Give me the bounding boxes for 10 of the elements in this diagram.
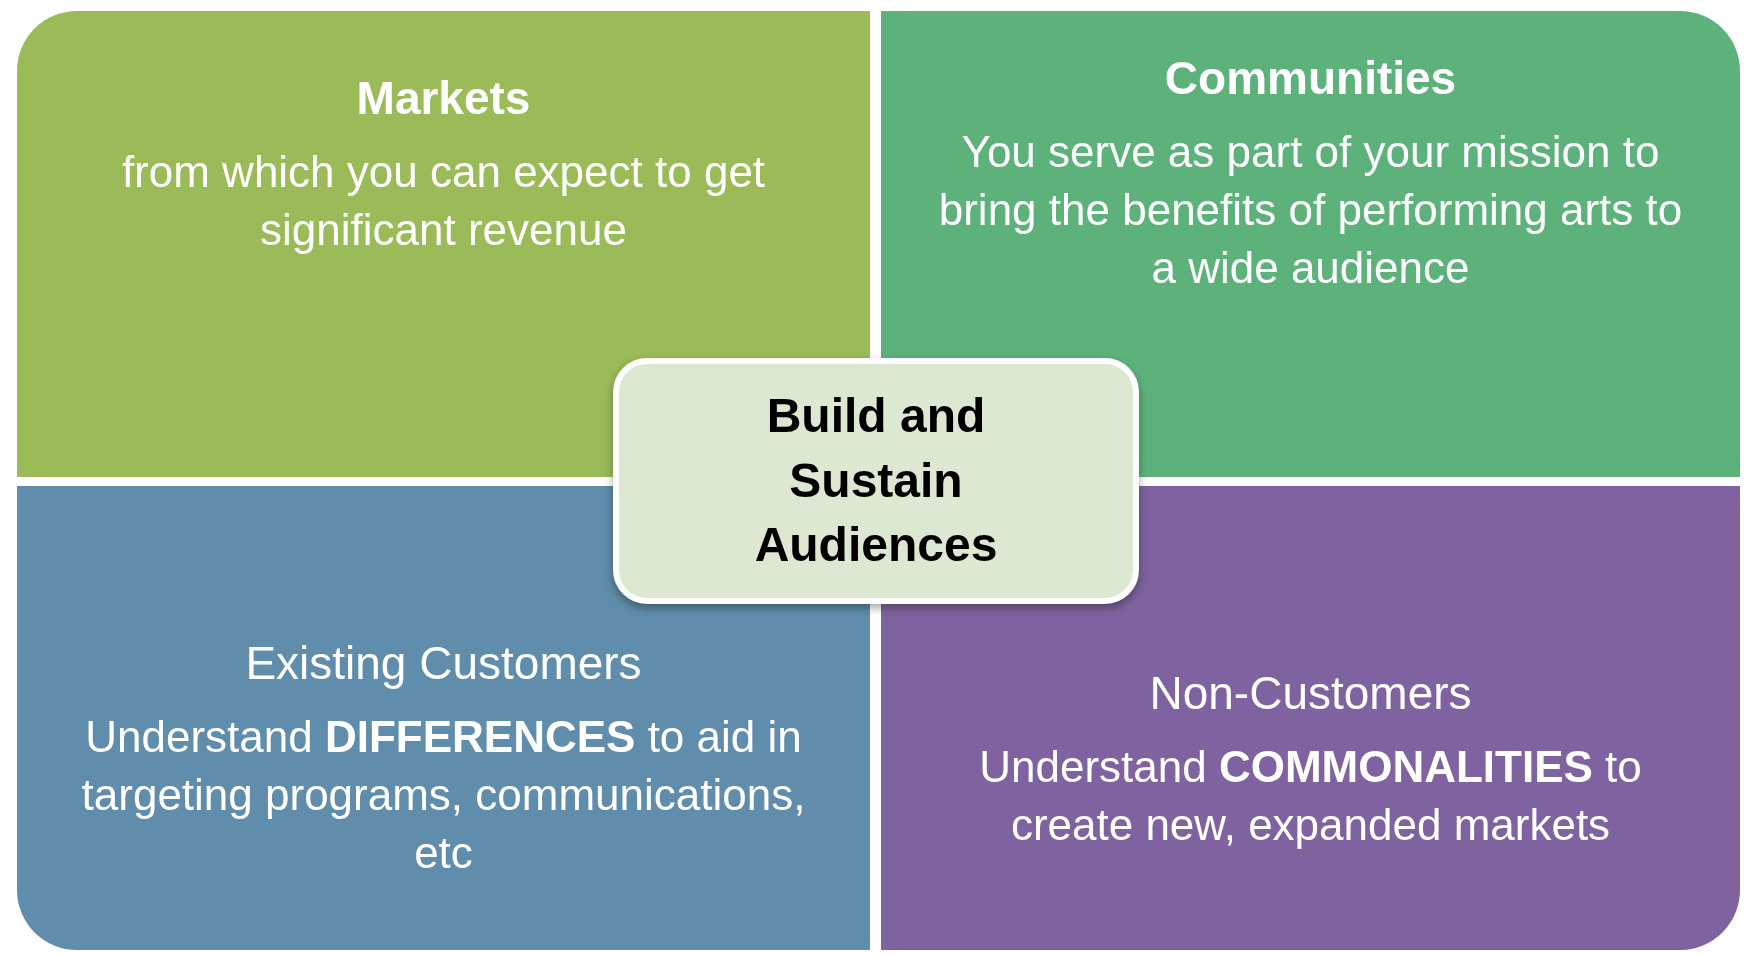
quadrant-title: Communities	[1164, 51, 1457, 105]
quadrant-title: Existing Customers	[245, 636, 642, 690]
quadrant-title: Markets	[356, 71, 531, 125]
quadrant-description: from which you can expect to get significant revenue	[120, 146, 767, 257]
quadrant-description: Understand COMMONALITIES to create new, expanded markets	[978, 741, 1643, 852]
quadrant-description: You serve as part of your mission to bring the benefits of performing arts to a wide audience	[937, 126, 1684, 295]
center-box	[613, 358, 1139, 604]
center-title: Build and Sustain Audiences	[753, 387, 999, 574]
quadrant-title: Non-Customers	[1149, 666, 1472, 720]
quadrant-description: Understand DIFFERENCES to aid in targeting programs, communications, etc	[80, 711, 807, 880]
